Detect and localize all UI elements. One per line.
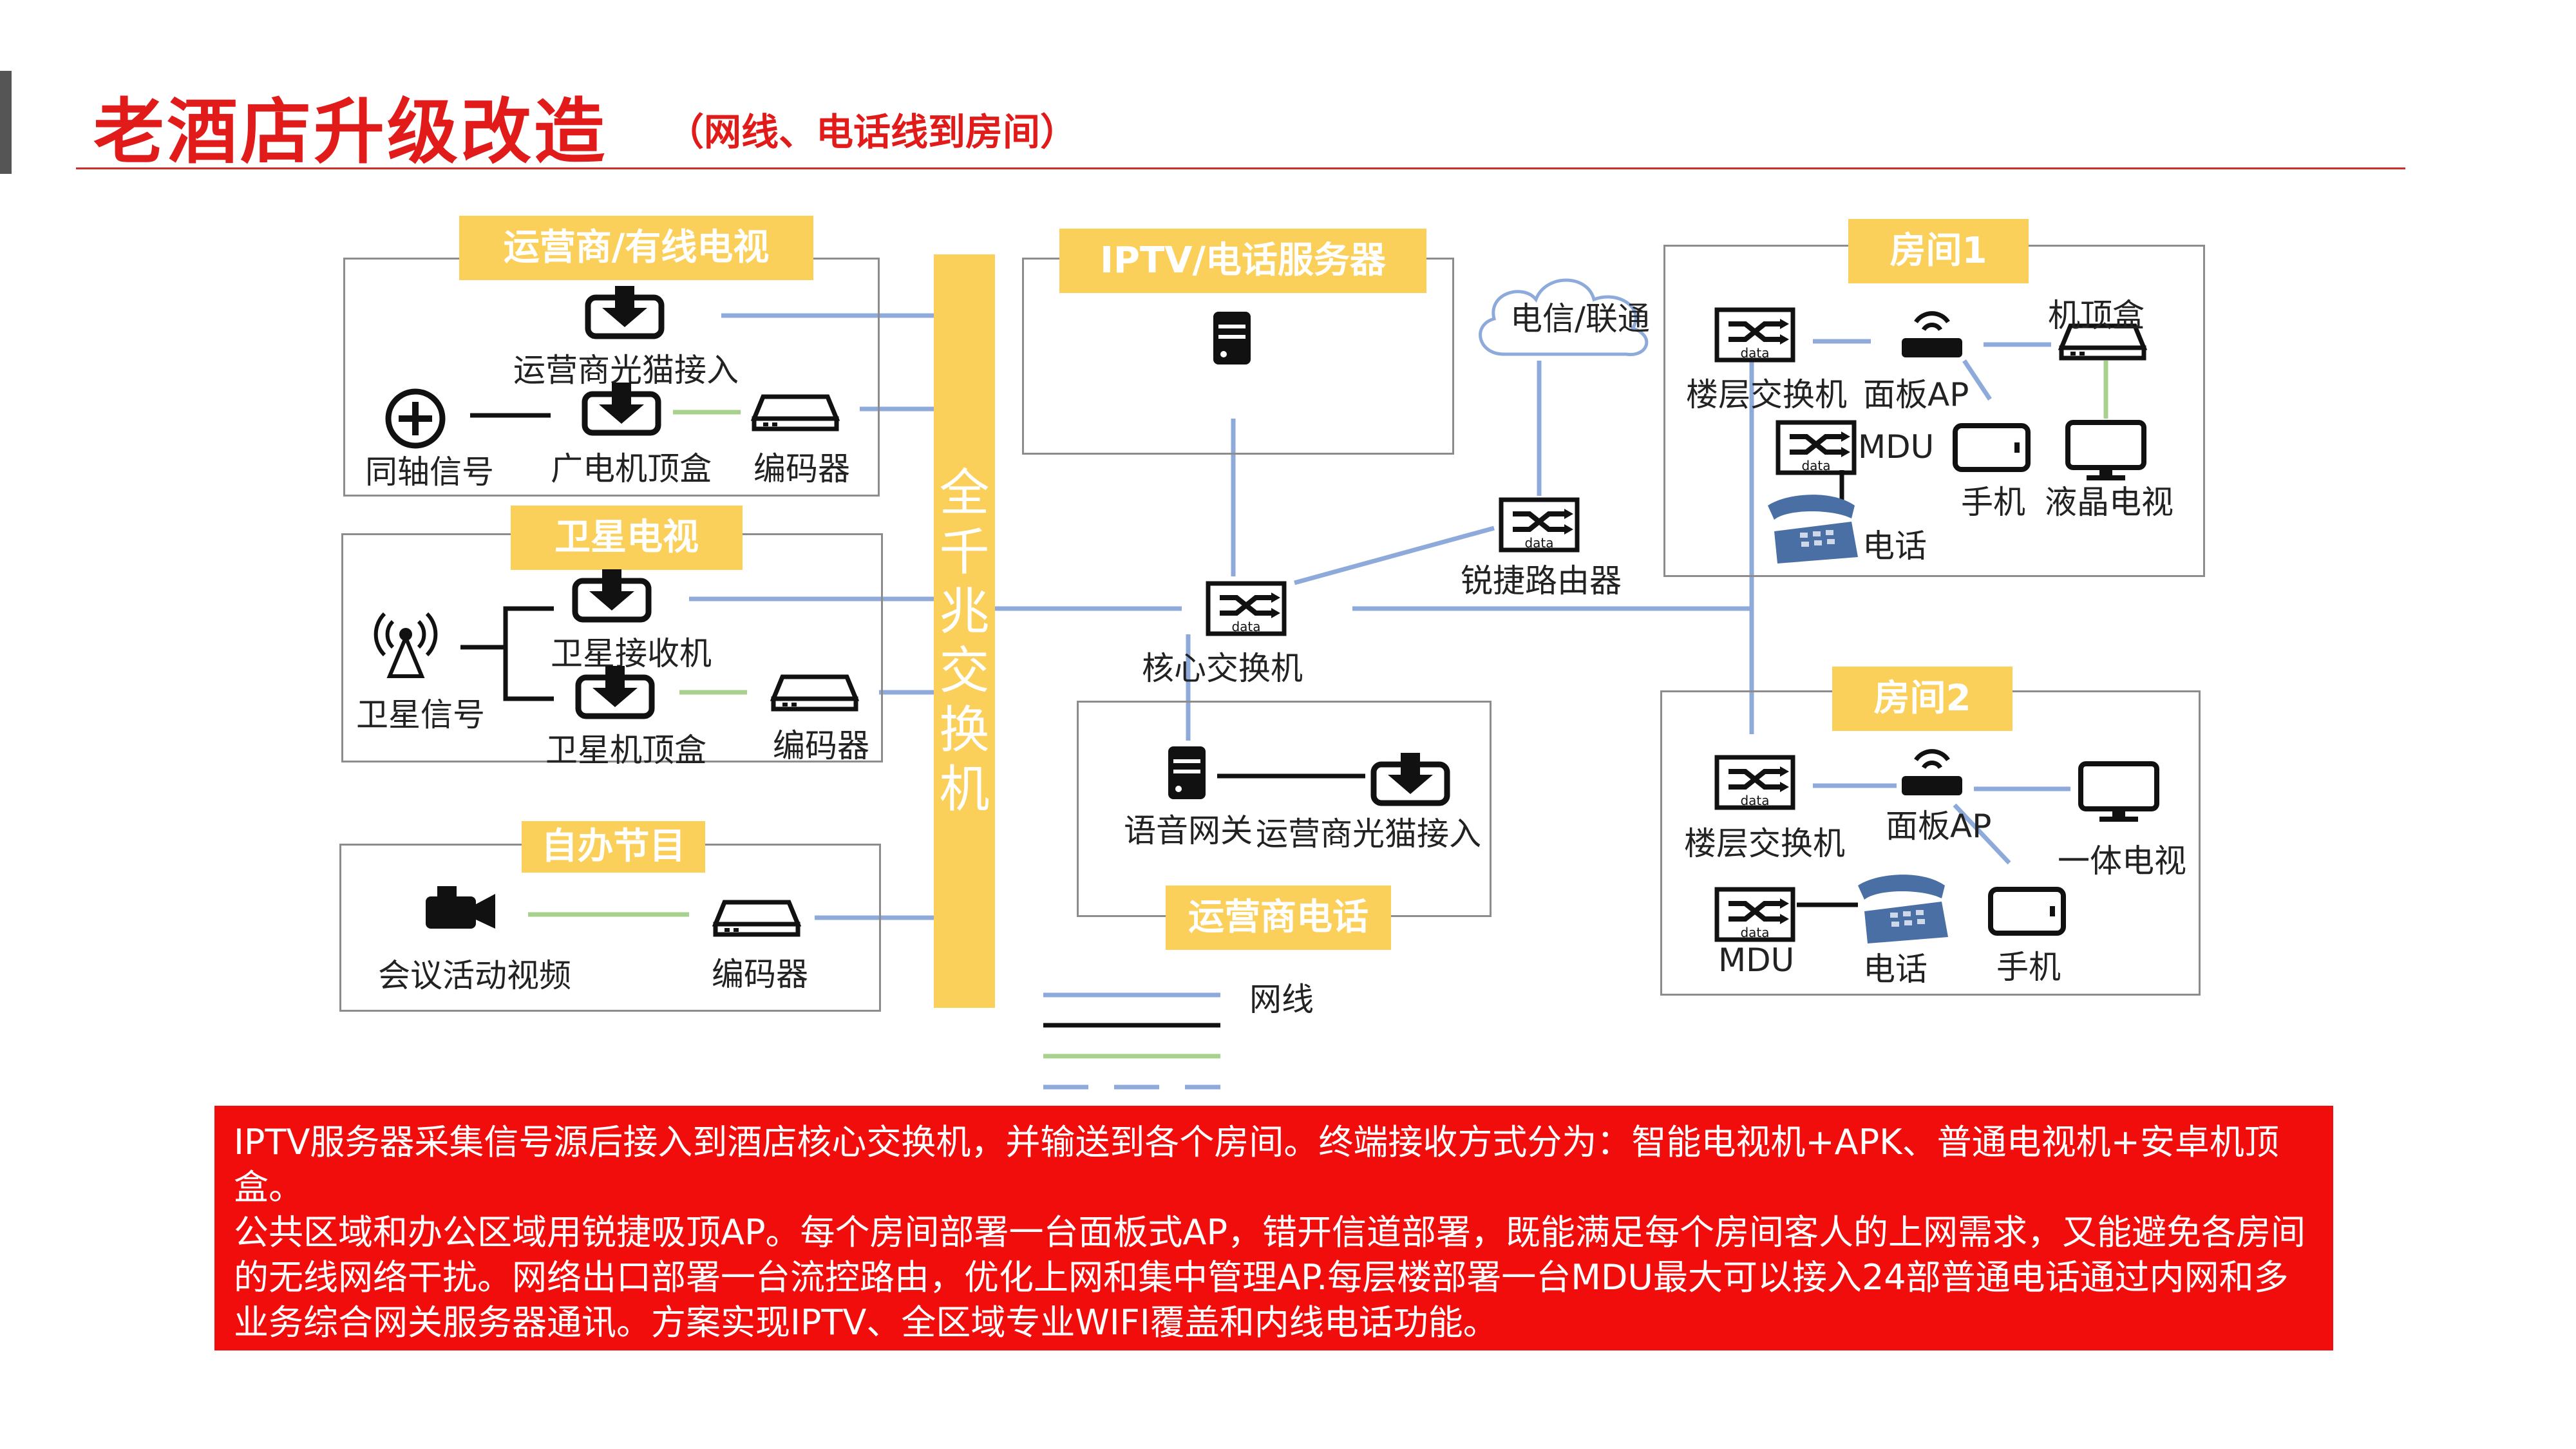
router-label: 锐捷路由器 xyxy=(1461,562,1622,600)
room2-mdu-label: MDU xyxy=(1718,942,1795,979)
room2-floor-switch-label: 楼层交换机 xyxy=(1684,825,1845,862)
room1-panel-ap-label: 面板AP xyxy=(1863,376,1969,413)
room1-tag: 房间1 xyxy=(1848,219,2029,283)
ap-icon xyxy=(1902,749,1962,795)
tv-icon xyxy=(2078,761,2159,822)
mobile-icon xyxy=(1953,423,2031,472)
satellite-stb-label: 卫星机顶盒 xyxy=(545,732,706,769)
isp-cloud-label: 电信/联通 xyxy=(1510,300,1650,337)
svg-text:data: data xyxy=(1740,345,1769,361)
stb-icon xyxy=(750,394,840,431)
svg-text:data: data xyxy=(1801,458,1830,473)
mobile-icon xyxy=(1988,887,2066,936)
page-title: 老酒店升级改造 xyxy=(93,91,607,173)
room2-panel-ap-label: 面板AP xyxy=(1886,808,1992,845)
download-box-icon xyxy=(585,286,665,339)
download-box-icon xyxy=(575,666,655,719)
room1-stb-label: 机顶盒 xyxy=(2048,297,2145,334)
operator-tv-tag: 运营商/有线电视 xyxy=(459,216,813,280)
room1-mobile-label: 手机 xyxy=(1961,484,2025,521)
core-switch-label: 核心交换机 xyxy=(1142,650,1303,687)
switch-icon: data xyxy=(1206,581,1287,636)
title-divider xyxy=(76,167,2405,169)
phone-optical-modem-label: 运营商光猫接入 xyxy=(1256,815,1481,853)
coax-signal-label: 同轴信号 xyxy=(365,453,494,491)
download-box-icon xyxy=(572,569,652,623)
satellite-tv-tag: 卫星电视 xyxy=(511,506,743,570)
download-box-icon xyxy=(1370,753,1450,806)
tv-icon xyxy=(2065,420,2146,480)
page-subtitle: （网线、电话线到房间） xyxy=(667,110,1078,154)
left-accent-bar xyxy=(0,71,12,174)
switch-icon: data xyxy=(1776,420,1857,475)
satellite-icon xyxy=(374,612,438,678)
cloud-icon xyxy=(1479,278,1649,356)
svg-text:data: data xyxy=(1524,535,1553,551)
room1-lcd-tv-label: 液晶电视 xyxy=(2045,484,2174,521)
telephone-icon xyxy=(1858,875,1948,943)
server-icon xyxy=(1213,312,1251,365)
svg-text:data: data xyxy=(1740,925,1769,940)
gigabit-switch-backbone xyxy=(934,254,995,1008)
note-paragraph-1: IPTV服务器采集信号源后接入到酒店核心交换机，并输送到各个房间。终端接收方式分… xyxy=(234,1122,2279,1208)
stb-icon xyxy=(770,674,860,712)
server-icon xyxy=(1168,746,1206,799)
room1-phone-label: 电话 xyxy=(1862,527,1927,565)
switch-icon: data xyxy=(1714,755,1795,810)
room2-all-in-one-tv-label: 一体电视 xyxy=(2058,842,2186,880)
room2-tag: 房间2 xyxy=(1832,667,2012,731)
description-note: IPTV服务器采集信号源后接入到酒店核心交换机，并输送到各个房间。终端接收方式分… xyxy=(214,1106,2333,1350)
room1-mdu-label: MDU xyxy=(1858,428,1935,466)
backbone-label: 全千兆交换机 xyxy=(939,464,990,819)
telephone-icon xyxy=(1768,495,1858,564)
operator-phone-tag: 运营商电话 xyxy=(1166,886,1391,950)
own-program-encoder-label: 编码器 xyxy=(712,956,808,993)
voice-gateway-label: 语音网关 xyxy=(1124,812,1253,849)
room1-floor-switch-label: 楼层交换机 xyxy=(1686,376,1847,413)
room2-phone-label: 电话 xyxy=(1863,951,1927,988)
stb-icon xyxy=(2058,323,2148,361)
switch-icon: data xyxy=(1714,887,1795,942)
stb-icon xyxy=(712,900,802,937)
switch-icon: data xyxy=(1499,497,1580,553)
satellite-signal-label: 卫星信号 xyxy=(356,696,485,734)
satellite-receiver-label: 卫星接收机 xyxy=(551,635,712,672)
switch-icon: data xyxy=(1714,307,1795,363)
iptv-server-tag: IPTV/电话服务器 xyxy=(1059,229,1426,293)
legend-network-cable-label: 网线 xyxy=(1249,981,1314,1018)
satellite-encoder-label: 编码器 xyxy=(773,727,869,764)
plus-circle-icon xyxy=(385,388,446,449)
camcorder-icon xyxy=(426,886,495,929)
svg-text:data: data xyxy=(1231,619,1260,634)
note-paragraph-2: 公共区域和办公区域用锐捷吸顶AP。每个房间部署一台面板式AP，错开信道部署，既能… xyxy=(234,1212,2306,1343)
meeting-video-label: 会议活动视频 xyxy=(378,957,571,994)
own-program-tag: 自办节目 xyxy=(522,821,705,873)
ap-icon xyxy=(1902,311,1962,357)
cable-stb-label: 广电机顶盒 xyxy=(551,450,712,488)
svg-text:data: data xyxy=(1740,793,1769,808)
download-box-icon xyxy=(582,383,661,436)
room2-mobile-label: 手机 xyxy=(1996,949,2061,986)
operator-encoder-label: 编码器 xyxy=(753,450,850,488)
